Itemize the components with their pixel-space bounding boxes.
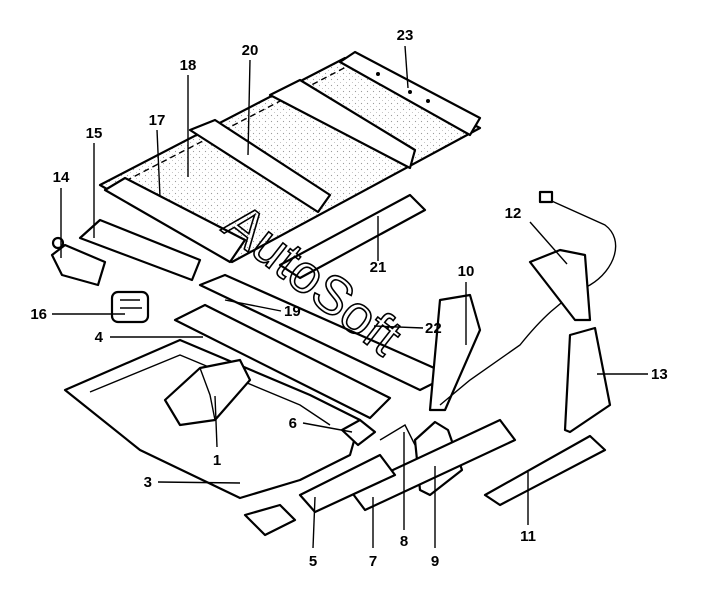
callout-10: 10 <box>458 263 475 280</box>
callout-9: 9 <box>431 553 439 570</box>
callout-19: 19 <box>284 303 301 320</box>
callout-1: 1 <box>213 452 221 469</box>
floor-crossmember <box>173 303 392 420</box>
callout-16: 16 <box>30 306 47 323</box>
callout-17: 17 <box>149 112 166 129</box>
rocker-sill-mid <box>348 418 517 512</box>
callout-23: 23 <box>397 27 414 44</box>
quarter-pillar-panel <box>428 293 482 412</box>
center-console <box>163 358 252 427</box>
anchor-bracket <box>379 424 416 446</box>
upper-pillar-trim <box>528 248 592 322</box>
callout-20: 20 <box>242 42 259 59</box>
roof-bows <box>188 78 417 214</box>
roof-side-rail <box>278 193 427 280</box>
callout-15: 15 <box>86 125 103 142</box>
windshield-header <box>78 176 247 282</box>
callout-3: 3 <box>144 474 152 491</box>
callout-14: 14 <box>53 169 70 186</box>
callout-12: 12 <box>505 205 522 222</box>
leader-lines <box>52 45 648 549</box>
callout-6: 6 <box>289 415 297 432</box>
callout-labels: 1 3 4 5 6 7 8 9 10 11 12 13 14 15 16 17 … <box>30 27 667 570</box>
rear-header-panel <box>338 50 482 137</box>
callout-18: 18 <box>180 57 197 74</box>
callout-22: 22 <box>425 320 442 337</box>
callout-11: 11 <box>520 528 536 545</box>
callout-21: 21 <box>370 259 387 276</box>
callout-8: 8 <box>400 533 408 550</box>
dome-lamp <box>110 290 150 324</box>
rocker-sill-front <box>298 453 397 514</box>
callout-4: 4 <box>95 329 104 346</box>
callout-7: 7 <box>369 553 377 570</box>
callout-5: 5 <box>309 553 317 570</box>
lower-pillar-trim <box>563 326 612 434</box>
callout-13: 13 <box>651 366 668 383</box>
wiring-harness <box>439 190 617 406</box>
front-mount-bracket <box>243 503 297 537</box>
seat-latch <box>340 418 377 447</box>
rocker-sill-rear <box>483 434 607 507</box>
